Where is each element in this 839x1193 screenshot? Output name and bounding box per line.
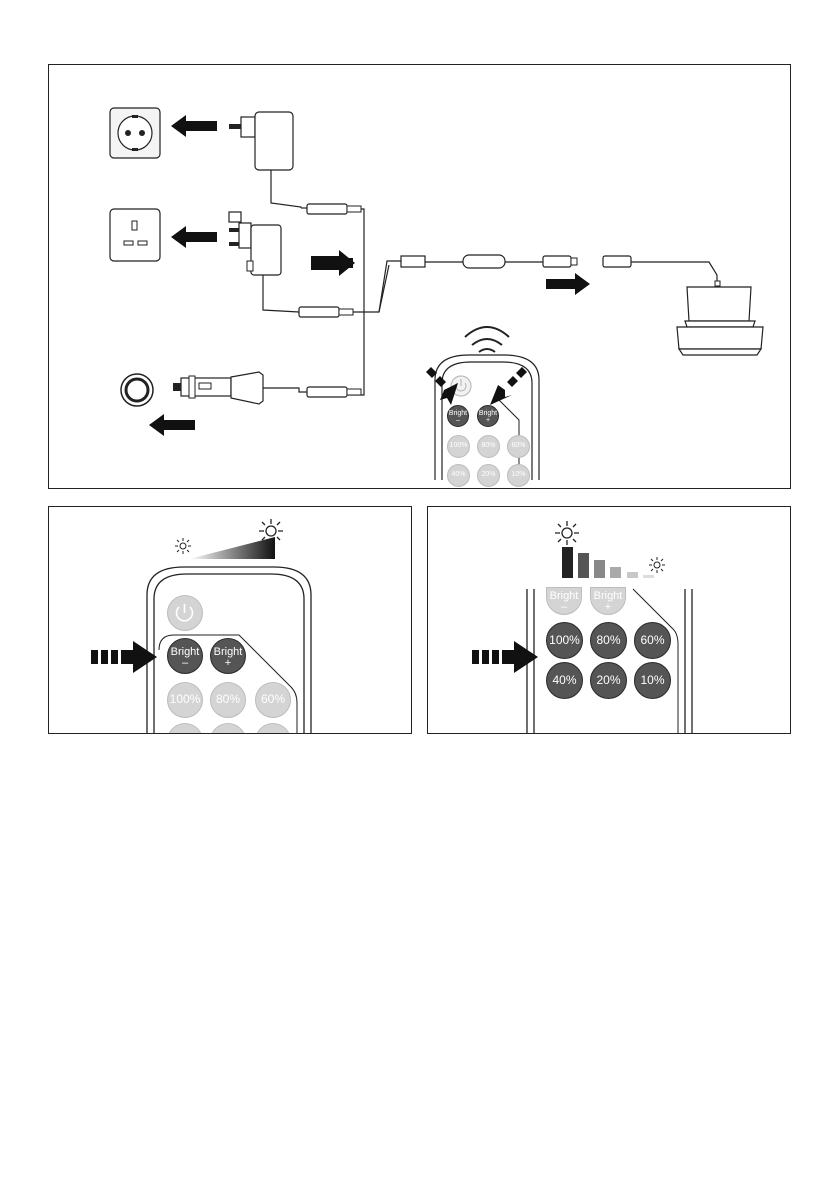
sun-small-icon (649, 557, 665, 573)
arrow-left-icon (171, 115, 217, 137)
bright-plus-button-faded[interactable]: Bright + (590, 587, 626, 615)
uk-adapter-icon (229, 212, 299, 312)
sun-small-icon (175, 538, 191, 554)
arrow-left-icon (171, 226, 217, 248)
bright-plus-button-small[interactable]: Bright + (477, 405, 499, 427)
preset-20-button[interactable]: 20% (590, 662, 627, 699)
brightness-level-bars (562, 547, 654, 578)
dashed-arrow-right-icon (490, 367, 527, 405)
minus-sign: – (168, 658, 202, 669)
preset-80-button[interactable]: 80% (590, 622, 627, 659)
preset-10-button[interactable]: 10% (634, 662, 671, 699)
bright-plus-label: Bright (478, 410, 498, 417)
connection-diagram (49, 65, 791, 489)
bright-minus-button-small[interactable]: Bright – (447, 405, 469, 427)
preset-levels-diagram (428, 507, 791, 734)
preset-60-button[interactable]: 60% (255, 682, 291, 718)
plus-sign: + (591, 602, 625, 613)
minus-sign: – (547, 602, 581, 613)
minus-sign: – (448, 417, 468, 424)
brightness-adjust-panel: Bright – Bright + 100% 80% 60% (48, 506, 412, 734)
connection-diagram-panel: Bright – Bright + 100% 80% 60% 40% 20% 1… (48, 64, 791, 489)
preset-80-button-small[interactable]: 80% (477, 435, 500, 458)
preset-100-button-small[interactable]: 100% (447, 435, 470, 458)
eu-adapter-icon (229, 112, 301, 208)
car-socket-icon (121, 374, 153, 406)
preset-40-button-small[interactable]: 40% (447, 464, 470, 487)
inline-dimmer-icon (463, 255, 505, 268)
bright-minus-button-faded[interactable]: Bright – (546, 587, 582, 615)
wireless-signal-icon (465, 327, 509, 352)
uk-socket-icon (110, 209, 160, 261)
preset-60-button[interactable]: 60% (634, 622, 671, 659)
preset-levels-panel: Bright – Bright + 100% 80% 60% 40% 20% 1… (427, 506, 791, 734)
preset-100-button[interactable]: 100% (546, 622, 583, 659)
preset-10-button-small[interactable]: 10% (507, 464, 530, 487)
plus-sign: + (211, 658, 245, 669)
sun-large-icon (259, 519, 283, 543)
car-adapter-icon (173, 372, 307, 404)
eu-socket-icon (110, 108, 160, 158)
preset-40-button[interactable]: 40% (546, 662, 583, 699)
bright-minus-label: Bright (448, 410, 468, 417)
preset-100-button[interactable]: 100% (167, 682, 203, 718)
bright-minus-button[interactable]: Bright – (167, 638, 203, 674)
arrow-right-icon (546, 273, 590, 295)
preset-80-button[interactable]: 80% (210, 682, 246, 718)
arrow-left-icon (149, 414, 195, 436)
lamp-icon (677, 281, 763, 355)
bright-plus-button[interactable]: Bright + (210, 638, 246, 674)
dashed-arrow-left-icon (426, 367, 458, 405)
preset-60-button-small[interactable]: 60% (507, 435, 530, 458)
preset-20-button-small[interactable]: 20% (477, 464, 500, 487)
power-icon (168, 596, 201, 629)
plus-sign: + (478, 417, 498, 424)
power-button[interactable] (167, 595, 203, 631)
dashed-arrow-right-icon (472, 641, 538, 673)
sun-large-icon (555, 521, 579, 545)
